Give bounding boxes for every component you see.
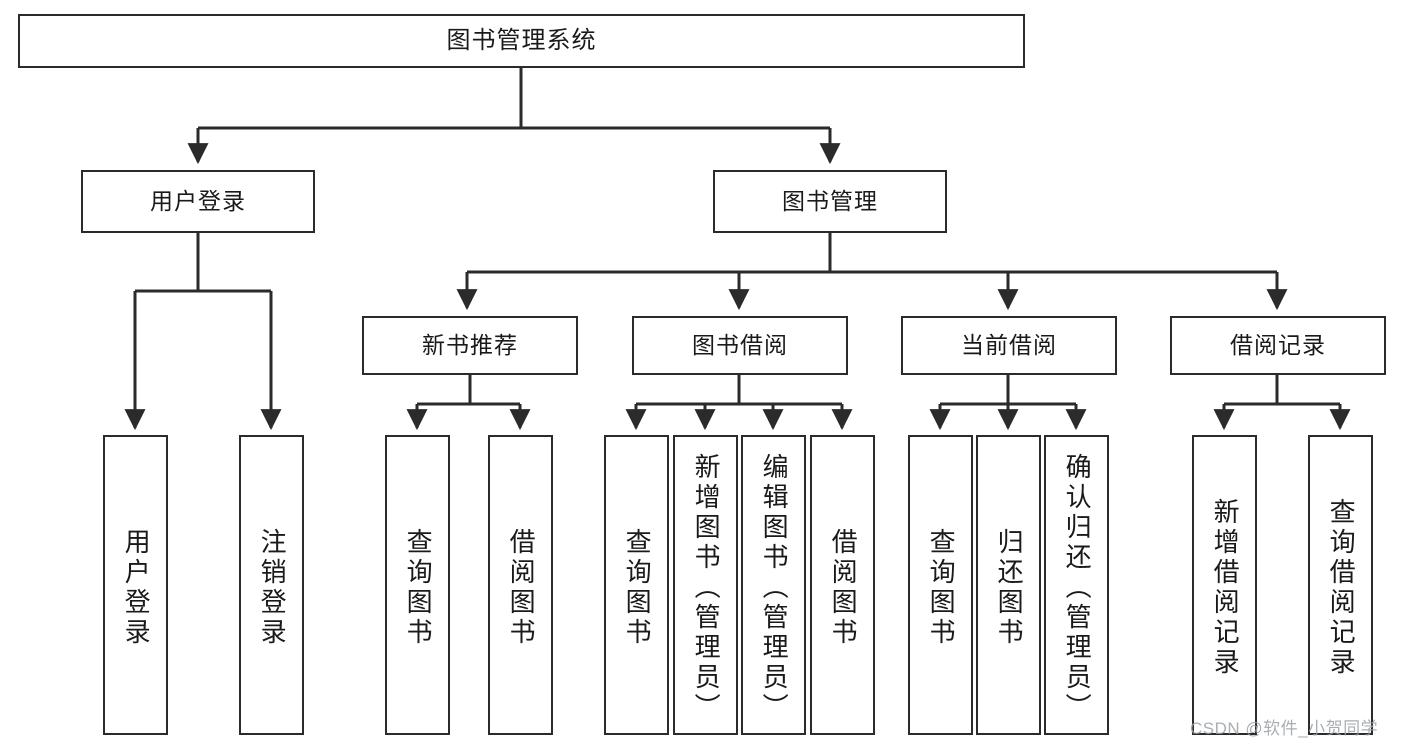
- leaf-query-book-2[interactable]: 查询图书: [604, 435, 669, 735]
- leaf-add-book[interactable]: 新增图书（管理员）: [673, 435, 738, 735]
- node-book-borrow[interactable]: 图书借阅: [632, 316, 848, 375]
- leaf-confirm-return[interactable]: 确认归还（管理员）: [1044, 435, 1109, 735]
- leaf-return-book-label: 归还图书: [994, 528, 1025, 648]
- leaf-borrow-book-2[interactable]: 借阅图书: [810, 435, 875, 735]
- node-new-book-recommend[interactable]: 新书推荐: [362, 316, 578, 375]
- leaf-borrow-book-1[interactable]: 借阅图书: [488, 435, 553, 735]
- leaf-return-book[interactable]: 归还图书: [976, 435, 1041, 735]
- leaf-query-book-3-label: 查询图书: [926, 528, 957, 648]
- leaf-user-login[interactable]: 用户登录: [103, 435, 168, 735]
- node-current-borrow[interactable]: 当前借阅: [901, 316, 1117, 375]
- node-root[interactable]: 图书管理系统: [18, 14, 1025, 68]
- leaf-user-login-label: 用户登录: [121, 528, 152, 648]
- leaf-query-record[interactable]: 查询借阅记录: [1308, 435, 1373, 735]
- leaf-add-book-label: 新增图书（管理员）: [691, 453, 722, 723]
- leaf-logout-login[interactable]: 注销登录: [239, 435, 304, 735]
- leaf-query-book-2-label: 查询图书: [622, 528, 653, 648]
- leaf-edit-book-label: 编辑图书（管理员）: [759, 453, 790, 723]
- leaf-add-record-label: 新增借阅记录: [1210, 498, 1241, 678]
- leaf-borrow-book-1-label: 借阅图书: [506, 528, 537, 648]
- leaf-query-book-1[interactable]: 查询图书: [385, 435, 450, 735]
- leaf-confirm-return-label: 确认归还（管理员）: [1062, 453, 1093, 723]
- node-book-manage[interactable]: 图书管理: [713, 170, 947, 233]
- node-user-login[interactable]: 用户登录: [81, 170, 315, 233]
- leaf-query-book-3[interactable]: 查询图书: [908, 435, 973, 735]
- csdn-watermark: CSDN @软件_小贺同学: [1190, 719, 1379, 738]
- leaf-edit-book[interactable]: 编辑图书（管理员）: [741, 435, 806, 735]
- leaf-query-book-1-label: 查询图书: [403, 528, 434, 648]
- leaf-add-record[interactable]: 新增借阅记录: [1192, 435, 1257, 735]
- leaf-query-record-label: 查询借阅记录: [1326, 498, 1357, 678]
- leaf-borrow-book-2-label: 借阅图书: [828, 528, 859, 648]
- node-borrow-record[interactable]: 借阅记录: [1170, 316, 1386, 375]
- leaf-logout-login-label: 注销登录: [257, 528, 288, 648]
